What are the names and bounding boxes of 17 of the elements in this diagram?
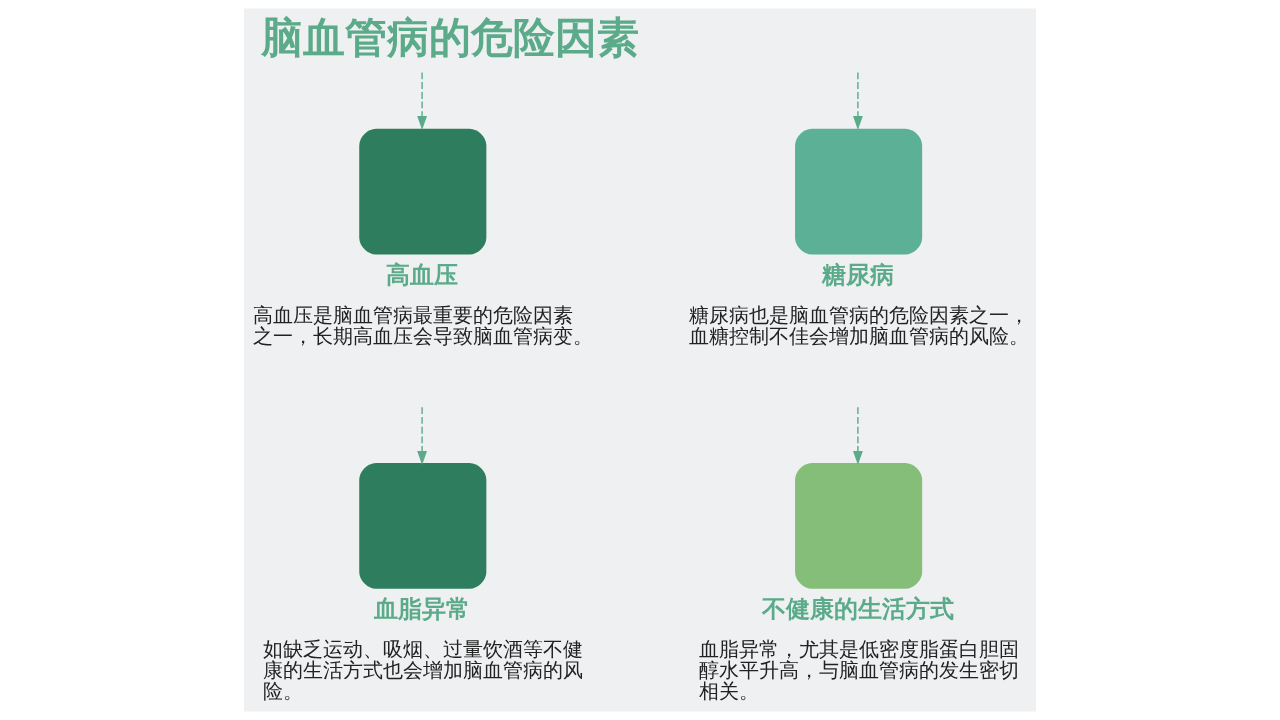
arrow	[417, 71, 427, 130]
node-label: 高血压是脑血管病最重要的危险因素之一，长期高血压会导致脑血管病变。	[253, 303, 594, 348]
node-box	[795, 128, 923, 255]
node-label: 血脂异常，尤其是低密度脂蛋白胆固醇水平升高，与脑血管病的发生密切相关。	[698, 638, 1019, 703]
node-box	[795, 462, 923, 589]
arrow	[853, 406, 863, 465]
node-label: 不健康的生活方式	[761, 595, 954, 624]
arrow	[417, 406, 427, 465]
diagram-title: 脑血管病的危险因素	[260, 12, 639, 62]
node-label: 糖尿病	[822, 261, 895, 290]
node-label: 血脂异常	[373, 595, 470, 624]
node-label: 如缺乏运动、吸烟、过量饮酒等不健康的生活方式也会增加脑血管病的风险。	[262, 638, 583, 703]
node-box	[359, 128, 487, 255]
node-box	[359, 462, 487, 589]
node-label: 高血压	[386, 261, 459, 290]
node-label: 糖尿病也是脑血管病的危险因素之一，血糖控制不佳会增加脑血管病的风险。	[688, 303, 1029, 348]
arrow	[853, 71, 863, 130]
